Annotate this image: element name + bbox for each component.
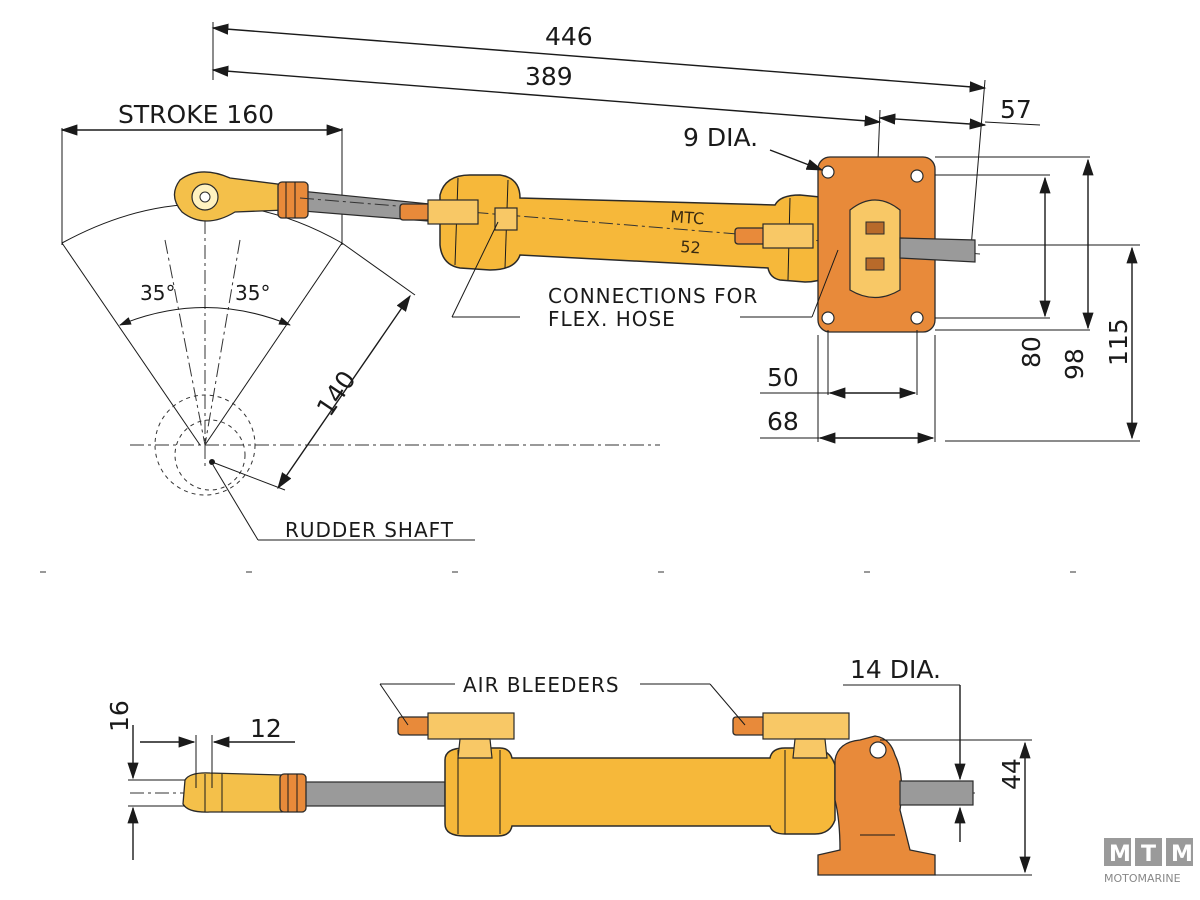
side-mount-bracket — [817, 735, 936, 876]
rudder-shaft-label: RUDDER SHAFT — [285, 518, 454, 542]
logo-box-2 — [1135, 838, 1162, 866]
mount-hole-bl — [821, 311, 835, 325]
air-bleeders-label: AIR BLEEDERS — [463, 673, 620, 697]
logo-box-1 — [1104, 838, 1131, 866]
dim-44: 44 — [997, 758, 1026, 790]
side-rear-rod — [899, 780, 974, 806]
mount-hole-tr — [910, 169, 924, 183]
dim-12: 12 — [250, 714, 282, 743]
hole-dia-label: 9 DIA. — [683, 123, 758, 152]
dim-68: 68 — [767, 407, 799, 436]
mount-hole-tl — [821, 165, 835, 179]
dim-80: 80 — [1017, 336, 1046, 368]
logo-subtitle: MOTOMARINE — [1104, 872, 1181, 885]
bleeder-block-right — [762, 712, 850, 740]
rod-lock-nut — [277, 181, 309, 219]
angle-arc — [119, 307, 291, 326]
connections-label-2: FLEX. HOSE — [548, 307, 676, 331]
air-bleeder-left — [397, 716, 431, 736]
logo-letter-2: T — [1141, 842, 1156, 867]
dim-446: 446 — [545, 22, 593, 51]
logo-letter-1: M — [1109, 842, 1131, 867]
dim-50: 50 — [767, 363, 799, 392]
rod-dia-label: 14 DIA. — [850, 655, 941, 684]
hose-fitting-left — [399, 203, 431, 221]
fitting-nut-left — [494, 207, 518, 231]
dim-389: 389 — [525, 62, 573, 91]
fitting-block-right — [762, 223, 814, 249]
rod-end-eye — [173, 171, 286, 222]
dim-line-57 — [878, 113, 987, 130]
side-rod-end — [182, 772, 283, 813]
angle-left: 35° — [140, 281, 175, 305]
mount-hole-br — [910, 311, 924, 325]
body-text-mtc: MTC — [670, 207, 705, 228]
logo-letter-3: M — [1171, 842, 1193, 867]
dim-57: 57 — [1000, 95, 1032, 124]
rudder-shaft-circle-inner — [174, 419, 246, 491]
rear-rod — [899, 237, 976, 263]
dim-140: 140 — [311, 366, 362, 422]
stroke-label: STROKE 160 — [118, 100, 274, 129]
side-view: AIR BLEEDERS 14 DIA. 44 16 12 — [105, 655, 1032, 876]
dim-line-140 — [277, 294, 411, 490]
bleeder-block-left — [427, 712, 515, 740]
dim-line-389 — [211, 65, 882, 127]
connections-label-1: CONNECTIONS FOR — [548, 284, 758, 308]
side-lock-nut — [279, 773, 307, 813]
hose-fitting-right — [734, 227, 766, 245]
brand-logo: M T M MOTOMARINE — [1104, 838, 1193, 885]
body-text-52: 52 — [680, 237, 702, 257]
fitting-block-left — [427, 199, 479, 225]
top-view: 446 389 57 STROKE 160 35° 35° 140 — [60, 22, 1140, 542]
side-cylinder-body — [444, 747, 836, 837]
mount-trunnion — [849, 199, 901, 299]
dim-115: 115 — [1104, 318, 1133, 366]
logo-box-3 — [1166, 838, 1193, 866]
angle-right: 35° — [235, 281, 270, 305]
dim-98: 98 — [1060, 348, 1089, 380]
dim-16: 16 — [105, 700, 134, 732]
air-bleeder-right — [732, 716, 766, 736]
side-piston-rod — [304, 781, 446, 807]
